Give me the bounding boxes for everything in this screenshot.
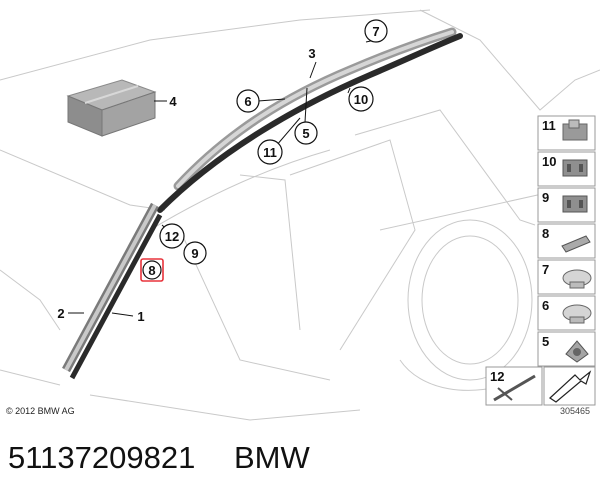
legend-item-11[interactable]: 11	[537, 115, 596, 151]
legend-item-9[interactable]: 9	[537, 187, 596, 223]
svg-text:1: 1	[137, 309, 144, 324]
part-number: 51137209821	[8, 440, 196, 475]
a-pillar-strips	[62, 202, 163, 380]
svg-text:6: 6	[244, 94, 251, 109]
svg-text:9: 9	[542, 190, 549, 205]
callout-3: 3	[308, 46, 315, 61]
car-outline	[0, 9, 600, 421]
svg-text:3: 3	[308, 46, 315, 61]
svg-text:8: 8	[148, 263, 155, 278]
svg-text:11: 11	[263, 145, 277, 160]
copyright-text: © 2012 BMW AG	[6, 406, 75, 416]
svg-text:7: 7	[542, 262, 549, 277]
callout-2: 2	[57, 306, 64, 321]
parts-diagram: 3 4 6 7 10 5 11 12 9 8 2 1	[0, 9, 600, 421]
callout-6: 6	[236, 89, 260, 113]
callout-9: 9	[183, 241, 207, 265]
callout-1: 1	[137, 309, 144, 324]
svg-text:11: 11	[542, 118, 556, 133]
legend-item-8[interactable]: 8	[537, 223, 596, 259]
caption: 51137209821 BMW	[8, 440, 592, 490]
legend-panel: 11 10 9 8 7	[485, 115, 596, 406]
roof-moulding	[157, 27, 463, 213]
callout-5: 5	[294, 121, 318, 145]
svg-text:12: 12	[490, 369, 504, 384]
svg-text:10: 10	[542, 154, 556, 169]
svg-text:10: 10	[354, 92, 368, 107]
legend-item-6[interactable]: 6	[537, 295, 596, 331]
svg-text:7: 7	[372, 24, 379, 39]
svg-text:8: 8	[542, 226, 549, 241]
callout-11: 11	[257, 139, 283, 165]
svg-text:5: 5	[302, 126, 309, 141]
svg-text:9: 9	[191, 246, 198, 261]
legend-item-5[interactable]: 5	[537, 331, 596, 367]
arrow-icon	[549, 370, 592, 403]
legend-item-12[interactable]: 12	[485, 366, 596, 406]
callout-4: 4	[169, 94, 177, 109]
part-4-box	[66, 79, 157, 137]
callout-12: 12	[159, 223, 185, 249]
image-number: 305465	[560, 406, 590, 416]
callout-8-highlighted[interactable]: 8	[140, 258, 164, 282]
callout-10: 10	[348, 86, 374, 112]
legend-item-7[interactable]: 7	[537, 259, 596, 295]
legend-item-10[interactable]: 10	[537, 151, 596, 187]
svg-text:2: 2	[57, 306, 64, 321]
svg-text:4: 4	[169, 94, 177, 109]
callout-7: 7	[364, 19, 388, 43]
svg-text:12: 12	[165, 229, 179, 244]
svg-text:5: 5	[542, 334, 549, 349]
svg-text:6: 6	[542, 298, 549, 313]
leader-lines	[68, 39, 376, 317]
brand-name: BMW	[233, 440, 310, 475]
